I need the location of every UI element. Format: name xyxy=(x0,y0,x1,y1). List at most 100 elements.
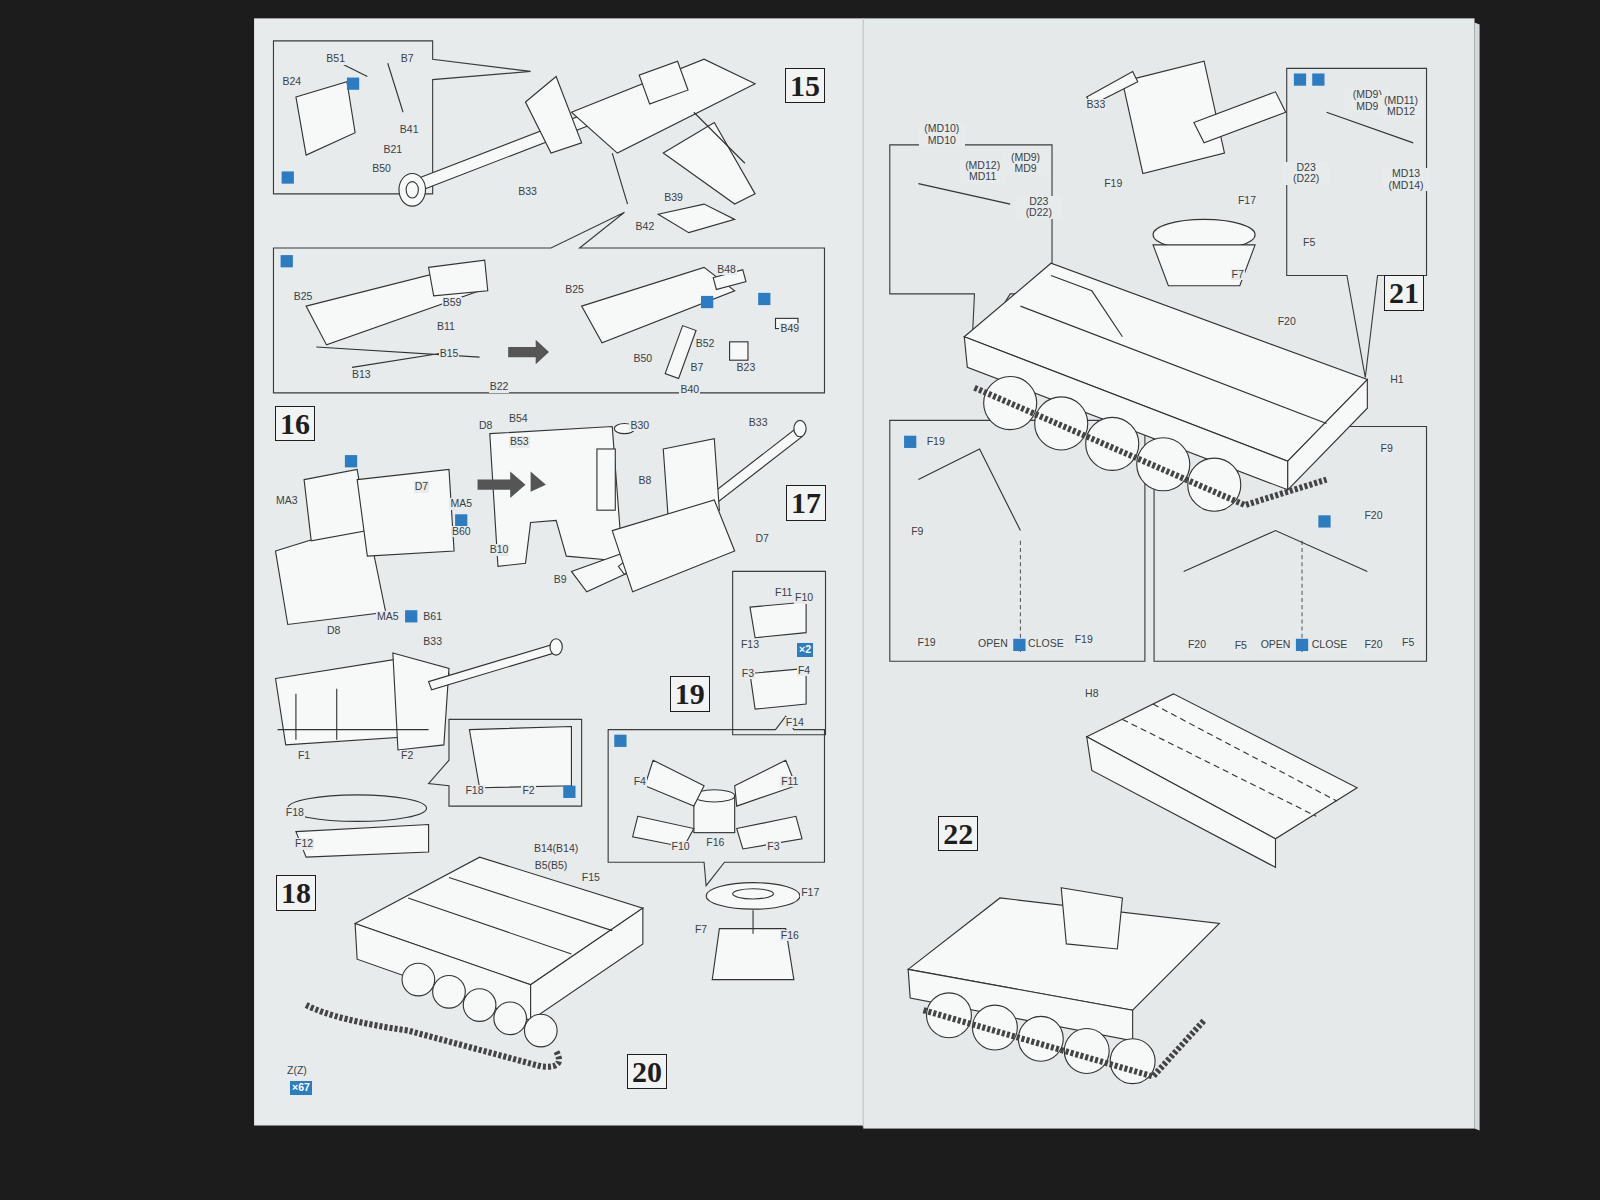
step-number: 19 xyxy=(675,678,705,710)
part-label: (MD12) MD11 xyxy=(960,160,1006,183)
vehicle-final xyxy=(908,694,1357,1084)
pointer-arrow xyxy=(478,471,526,498)
gun-assembly xyxy=(393,653,449,750)
vehicle-final xyxy=(1110,1039,1155,1084)
part-label: F4 xyxy=(797,665,811,677)
part-label: B54 xyxy=(508,413,529,425)
part-label: B52 xyxy=(695,338,716,350)
part-label: F7 xyxy=(1231,269,1245,281)
step-number: 15 xyxy=(790,70,820,102)
part-label: B33 xyxy=(517,186,538,198)
part-label: B49 xyxy=(779,323,800,335)
part-label: F16 xyxy=(705,837,725,849)
pedestal-part xyxy=(633,602,806,980)
vehicle-final xyxy=(923,1010,1204,1076)
part-label: F5 xyxy=(1401,637,1415,649)
pedestal-part xyxy=(645,760,704,806)
vehicle-hull xyxy=(984,377,1037,430)
gun-part xyxy=(316,347,479,367)
part-label: B13 xyxy=(351,369,372,381)
part-label: OPEN xyxy=(1260,639,1292,651)
part-label: F3 xyxy=(766,841,780,853)
part-label: F10 xyxy=(671,841,691,853)
gun-part xyxy=(612,112,745,204)
part-label: B9 xyxy=(553,574,568,586)
inset-frame xyxy=(1287,68,1427,377)
part-label: B51 xyxy=(325,53,346,65)
part-label: MA5 xyxy=(449,498,473,510)
shield-part xyxy=(357,469,454,556)
part-label: F11 xyxy=(774,587,793,599)
vehicle-hull xyxy=(408,878,612,955)
part-label: B33 xyxy=(748,417,769,429)
vehicle-hull xyxy=(1086,417,1139,470)
part-label: F19 xyxy=(1103,178,1123,190)
part-label: B61 xyxy=(422,611,443,623)
part-label: B7 xyxy=(400,53,415,65)
part-label: B50 xyxy=(371,163,392,175)
part-label: B15 xyxy=(439,348,460,360)
part-label: B33 xyxy=(422,636,443,648)
gun-part xyxy=(639,61,688,104)
part-label: F2 xyxy=(400,750,414,762)
vehicle-final xyxy=(1087,737,1276,868)
split-line xyxy=(1020,541,1021,653)
part-label: B10 xyxy=(489,544,510,556)
part-label: F20 xyxy=(1363,510,1383,522)
step-number-box: 21 xyxy=(1384,275,1424,311)
part-label: F9 xyxy=(910,526,924,538)
gun-assembly xyxy=(469,727,571,788)
part-label: B5(B5) xyxy=(534,860,569,872)
paint-icon xyxy=(347,78,359,90)
gun-part xyxy=(429,260,488,296)
vehicle-hull xyxy=(306,1005,559,1067)
part-label: F20 xyxy=(1363,639,1383,651)
part-label: F15 xyxy=(581,872,601,884)
vehicle-final xyxy=(1018,1016,1063,1061)
shield-part xyxy=(597,449,615,510)
part-label: F12 xyxy=(294,838,314,850)
part-label: B60 xyxy=(451,526,472,538)
inset-frame xyxy=(273,41,530,194)
shield-part xyxy=(794,420,806,436)
part-label: F17 xyxy=(800,887,820,899)
step-number: 22 xyxy=(943,818,973,850)
pedestal-part xyxy=(752,910,753,933)
part-label: B40 xyxy=(679,384,700,396)
step-number-box: 16 xyxy=(275,406,315,442)
part-label: B7 xyxy=(690,362,705,374)
paint-icon xyxy=(455,514,467,526)
step-number: 18 xyxy=(281,877,311,909)
step-number: 16 xyxy=(280,408,310,440)
vehicle-hull xyxy=(531,908,643,1020)
part-label: F16 xyxy=(780,930,800,942)
vehicle-hull xyxy=(306,61,1413,1067)
gun-part xyxy=(399,173,426,206)
part-label: F10 xyxy=(794,592,814,604)
vehicle-hull xyxy=(1194,92,1286,143)
split-line xyxy=(1020,541,1302,653)
part-label: H1 xyxy=(1389,374,1404,386)
part-label: F3 xyxy=(741,668,755,680)
paint-icon xyxy=(345,455,357,467)
vehicle-hull xyxy=(964,337,1287,490)
gun-part xyxy=(571,59,755,153)
part-label: B25 xyxy=(293,291,314,303)
gun-assembly xyxy=(550,639,562,655)
part-label: F11 xyxy=(780,776,799,788)
paint-icon xyxy=(1296,639,1308,651)
paint-icon xyxy=(563,786,575,798)
gun-assembly xyxy=(296,824,429,857)
gun-part xyxy=(658,204,735,233)
paper-page xyxy=(254,18,1480,1130)
step-number-box: 22 xyxy=(938,816,978,852)
part-label: (MD11) MD12 xyxy=(1378,95,1424,118)
step-number-box: 15 xyxy=(785,68,825,104)
part-label: B42 xyxy=(635,221,656,233)
part-label: F20 xyxy=(1187,639,1207,651)
part-label: B59 xyxy=(442,297,463,309)
vehicle-hull xyxy=(524,1014,557,1047)
part-label: B33 xyxy=(1086,99,1107,111)
part-label: B14(B14) xyxy=(533,843,579,855)
vehicle-hull xyxy=(918,112,1413,204)
